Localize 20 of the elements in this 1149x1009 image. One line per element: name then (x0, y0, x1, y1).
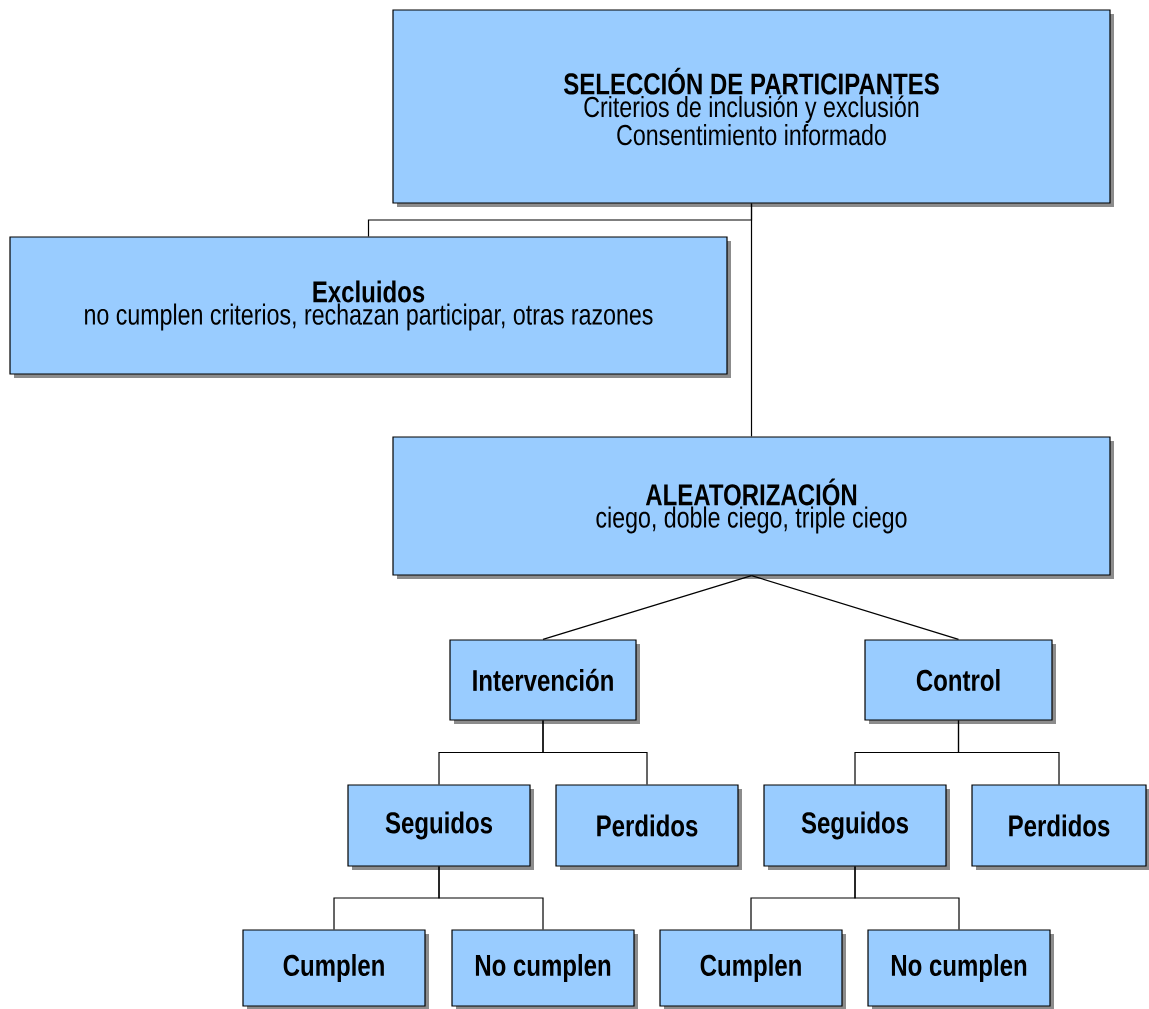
process-box: No cumplen (451, 929, 638, 1009)
process-box: Excluidos no cumplen criterios, rechazan participar, otras razones (9, 236, 731, 378)
process-box: Intervención (449, 639, 640, 724)
process-box: SELECCIÓN DE PARTICIPANTES Criterios de inclusión y exclusión Consentimiento informado (392, 9, 1114, 207)
connector-line (957, 720, 1060, 785)
process-box: Cumplen (659, 929, 846, 1009)
process-box: Perdidos (971, 784, 1149, 870)
process-box: ALEATORIZACIÓN ciego, doble ciego, triple ciego (392, 436, 1114, 579)
connector-line (854, 866, 960, 930)
connector-line (542, 575, 753, 640)
connector-line (750, 203, 753, 437)
process-box: Cumplen (242, 929, 429, 1009)
connector-line (438, 866, 544, 930)
process-box: Control (864, 639, 1056, 724)
process-box: Seguidos (347, 784, 534, 870)
process-box: Perdidos (555, 784, 742, 870)
process-box: Seguidos (763, 784, 950, 870)
connector-line (750, 575, 960, 640)
connector-line (542, 720, 648, 785)
process-box: No cumplen (867, 929, 1054, 1009)
